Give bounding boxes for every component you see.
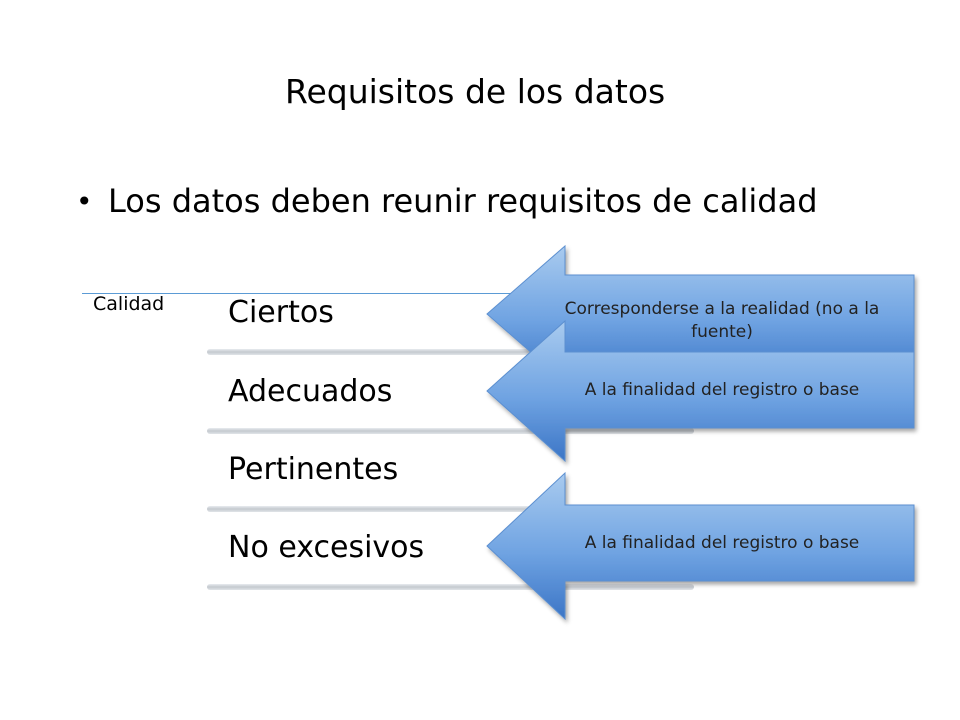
list-item-no-excesivos: No excesivos: [228, 530, 425, 565]
list-item-ciertos: Ciertos: [228, 295, 334, 330]
list-separator: [207, 506, 694, 512]
callout-text-2: A la finalidad del registro o base: [584, 380, 860, 400]
callout-arrow-3: [486, 471, 915, 621]
list-separator: [207, 349, 694, 355]
list-item-adecuados: Adecuados: [228, 374, 393, 409]
list-separator: [207, 428, 694, 434]
callout-arrow-2: [486, 319, 915, 463]
group-top-line: [207, 293, 697, 294]
callout-text-1: Corresponderse a la realidad (no a la fu…: [564, 299, 880, 342]
bullet-text: Los datos deben reunir requisitos de cal…: [108, 182, 818, 220]
slide-title: Requisitos de los datos: [285, 72, 666, 111]
group-label: Calidad: [93, 293, 165, 315]
bullet-marker: •: [76, 185, 93, 218]
list-item-pertinentes: Pertinentes: [228, 452, 399, 487]
list-separator: [207, 584, 694, 590]
callout-text-3: A la finalidad del registro o base: [584, 533, 860, 553]
group-top-line-left: [82, 293, 207, 294]
